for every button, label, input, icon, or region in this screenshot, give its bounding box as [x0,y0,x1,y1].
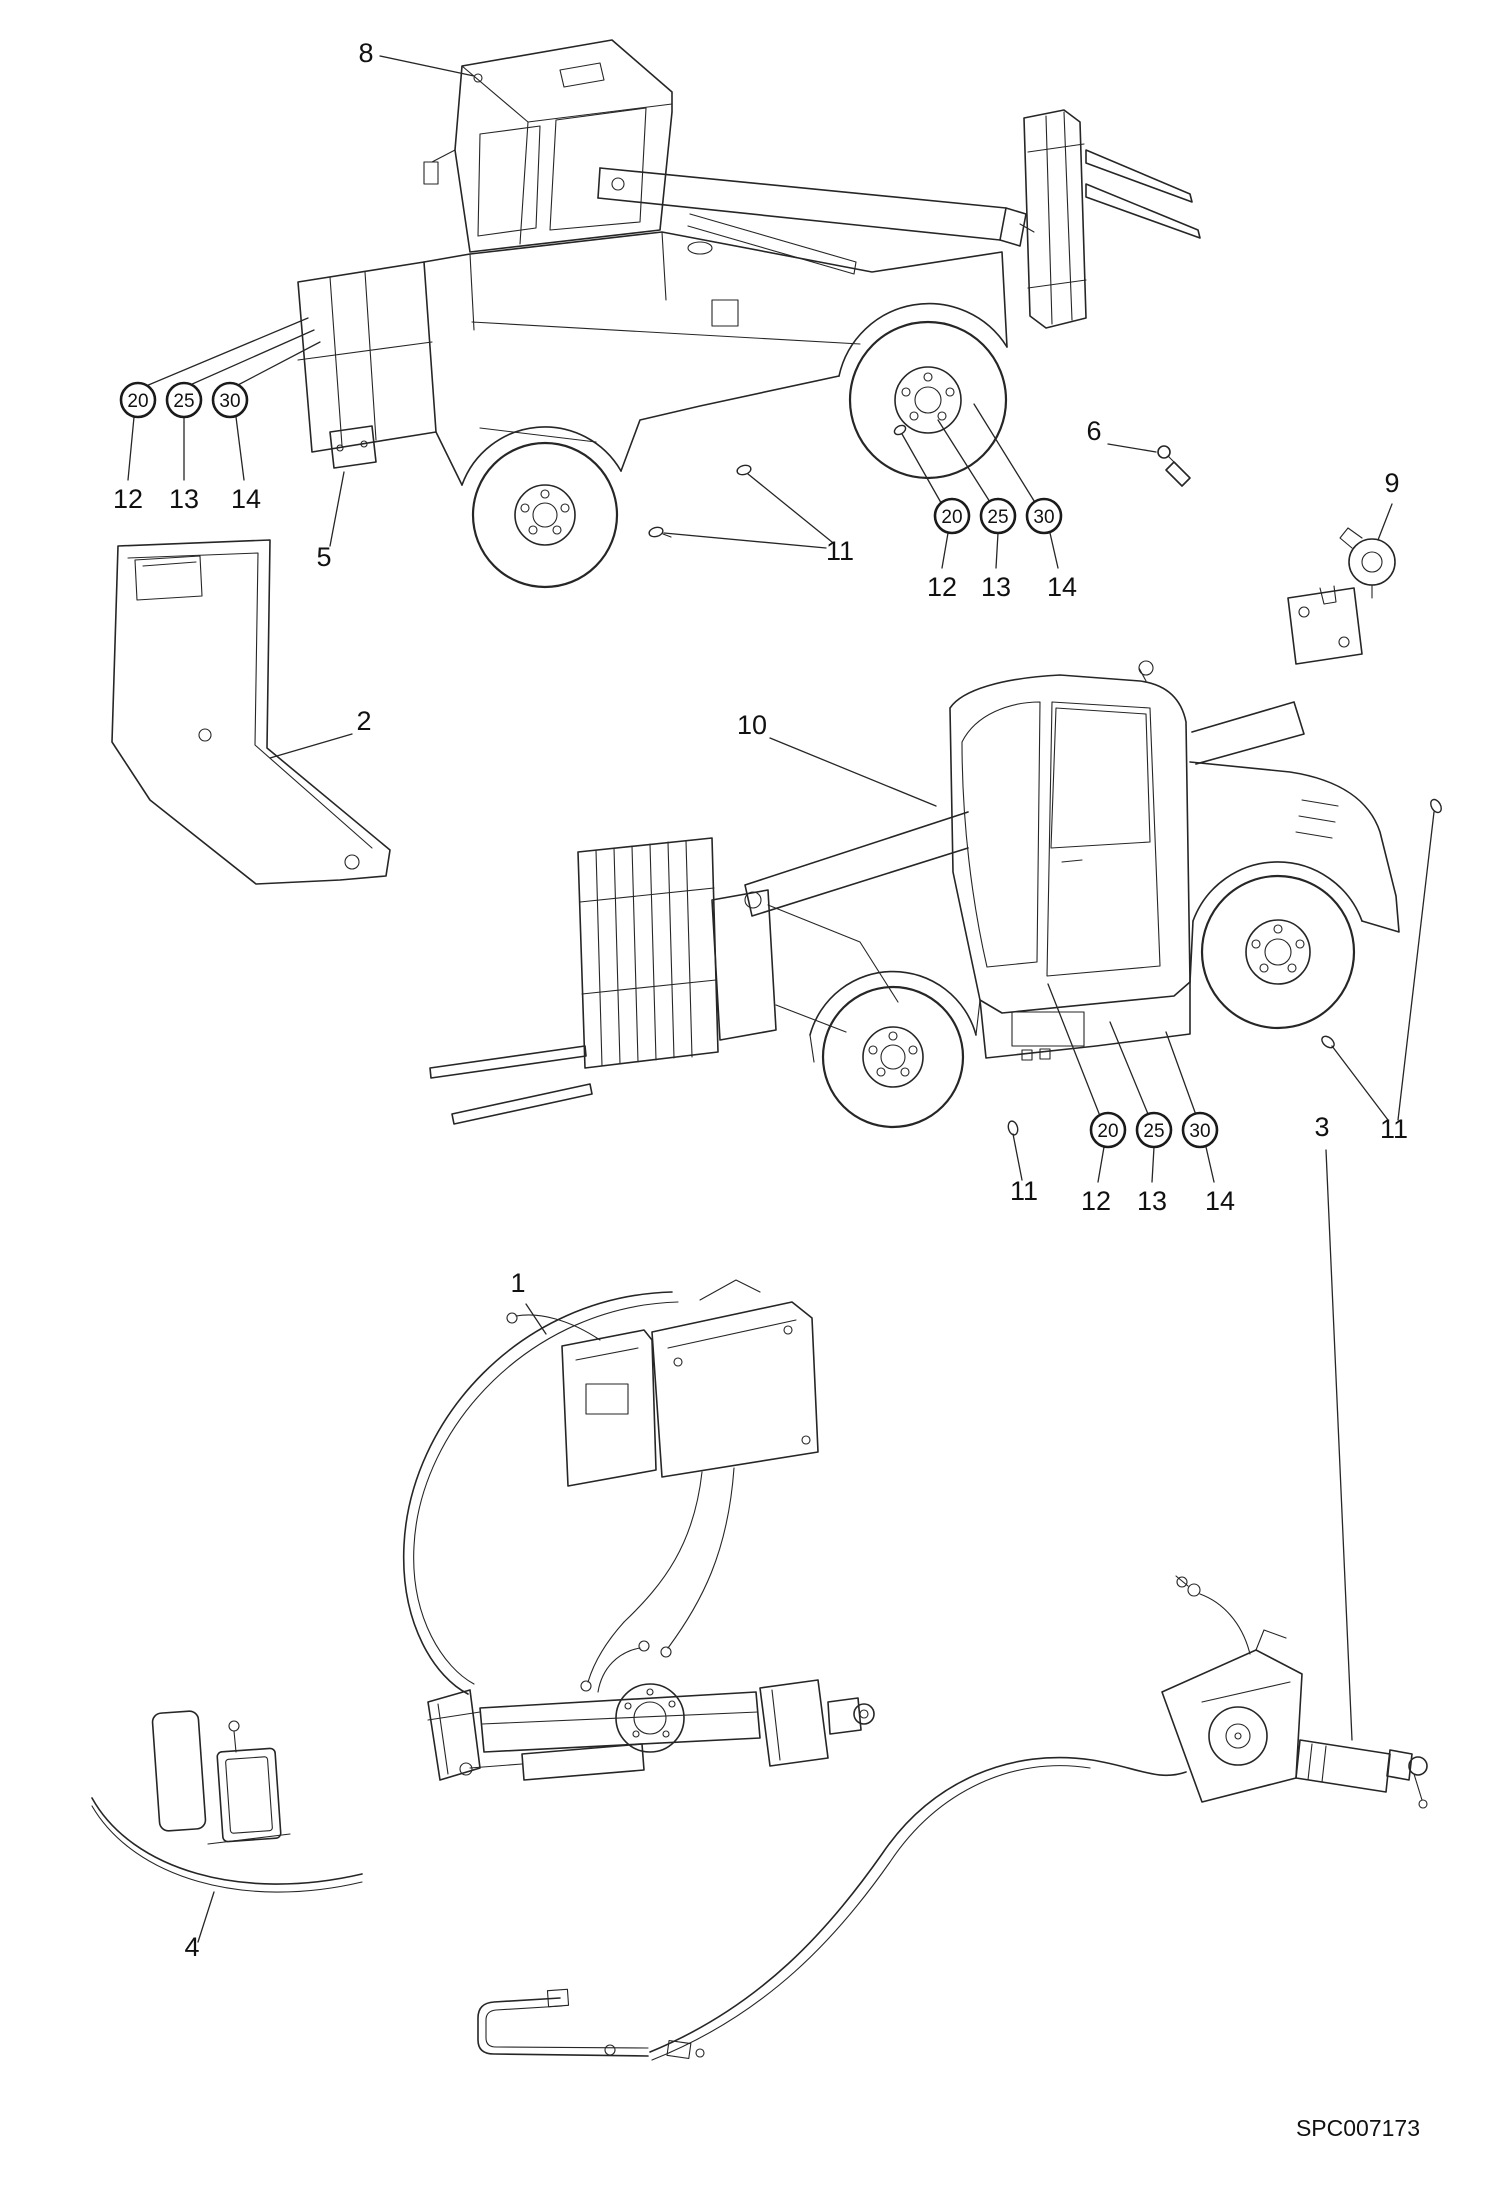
callout-10: 10 [737,710,937,807]
callout-8: 8 [358,38,475,77]
figure-code: SPC007173 [1296,2115,1420,2141]
bracket-parts-part-4 [91,1710,363,1893]
cover-panel-part-2 [111,539,391,885]
harness-axle-assembly-part-1 [402,1279,875,1781]
bolt-part-6 [1157,445,1191,487]
brake-harness-part-3 [477,1575,1428,2061]
circled-group-c: 20 25 30 12 13 14 [1047,983,1235,1216]
callout-2-label: 2 [356,706,371,736]
callout-3: 3 [1314,1112,1353,1741]
badge-30-b [1025,497,1063,535]
callout-13-c-label: 13 [1137,1186,1167,1216]
badge-20-c [1089,1111,1127,1149]
machine-cab-view [429,660,1400,1129]
fastener-pins [648,424,1442,1136]
callout-2: 2 [269,706,372,759]
callout-1-label: 1 [510,1268,525,1298]
callout-6-label: 6 [1086,416,1101,446]
callout-4: 4 [184,1891,215,1962]
badge-30-a [211,381,249,419]
callout-11-top-label: 11 [826,536,854,566]
callout-5: 5 [316,471,345,572]
badge-20-c-label: 20 [1097,1121,1118,1142]
callout-11-mid-label: 11 [1010,1176,1038,1206]
badge-30-a-label: 30 [219,391,240,412]
badge-20-b [933,497,971,535]
callout-8-label: 8 [358,38,373,68]
callout-9-label: 9 [1384,468,1399,498]
callout-1: 1 [510,1268,547,1335]
callout-13-b-label: 13 [981,572,1011,602]
callout-14-b-label: 14 [1047,572,1077,602]
badge-25-a [165,381,203,419]
circled-group-a: 20 25 30 12 13 14 [113,317,321,514]
badge-25-c [1135,1111,1173,1149]
callout-4-label: 4 [184,1932,199,1962]
circled-group-b: 20 25 30 12 13 14 [901,403,1077,602]
badge-25-b [979,497,1017,535]
callout-3-label: 3 [1314,1112,1329,1142]
callout-10-label: 10 [737,710,767,740]
callout-6: 6 [1086,416,1157,453]
callout-11-top: 11 [663,473,854,566]
sensor-part-9 [1287,527,1396,665]
badge-20-a [119,381,157,419]
badge-30-c-label: 30 [1189,1121,1210,1142]
callout-11-right: 11 [1331,811,1435,1144]
callout-9: 9 [1377,468,1400,541]
callout-14-a-label: 14 [231,484,261,514]
callout-13-a-label: 13 [169,484,199,514]
badge-25-c-label: 25 [1143,1121,1164,1142]
badge-30-b-label: 30 [1033,507,1054,528]
badge-25-a-label: 25 [173,391,194,412]
callout-11-mid: 11 [1010,1133,1038,1206]
callout-12-a-label: 12 [113,484,143,514]
badge-20-b-label: 20 [941,507,962,528]
badge-20-a-label: 20 [127,391,148,412]
callout-12-b-label: 12 [927,572,957,602]
badge-30-c [1181,1111,1219,1149]
badge-25-b-label: 25 [987,507,1008,528]
machine-rear-view [297,39,1201,589]
callout-12-c-label: 12 [1081,1186,1111,1216]
callout-14-c-label: 14 [1205,1186,1235,1216]
callout-5-label: 5 [316,542,331,572]
callout-11-right-label: 11 [1380,1114,1408,1144]
